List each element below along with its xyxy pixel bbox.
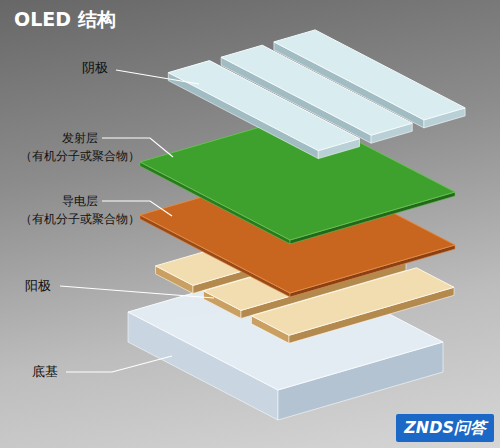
leader-line: [60, 286, 214, 298]
layer-label: 发射层 （有机分子或聚合物）: [15, 129, 145, 165]
leader-line: [116, 70, 199, 84]
layers: [128, 30, 465, 420]
watermark: ZNDS问答: [396, 414, 494, 442]
title: OLED 结构: [14, 7, 116, 31]
layer-label: 阳极: [18, 277, 58, 295]
layer-label: 导电层 （有机分子或聚合物）: [15, 192, 145, 228]
leader-line: [66, 356, 172, 372]
layer-label: 底基: [25, 363, 65, 381]
cathode-strip: [168, 61, 359, 151]
layer-label: 阴极: [65, 59, 125, 77]
